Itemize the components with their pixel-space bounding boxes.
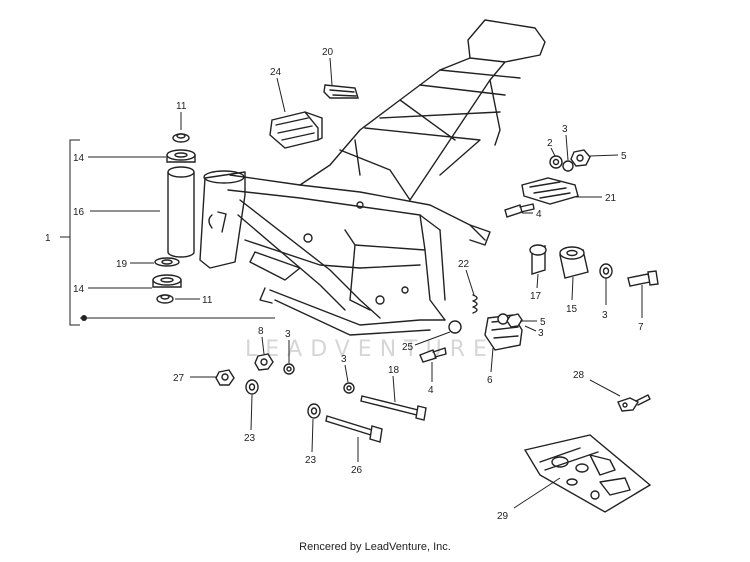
frame-drawing — [199, 19, 546, 336]
callout-20: 20 — [322, 47, 334, 58]
callout-25: 25 — [402, 342, 414, 353]
bracket-dot — [81, 315, 87, 321]
callout-3-mid: 3 — [341, 354, 347, 365]
callout-18: 18 — [388, 365, 400, 376]
bushing-parts — [529, 244, 659, 287]
watermark-text: LEADVENTURE — [245, 337, 495, 362]
seal-19 — [154, 257, 180, 267]
callout-26: 26 — [351, 465, 363, 476]
callout-14-bottom: 14 — [73, 284, 85, 295]
callout-4-top: 4 — [536, 209, 542, 220]
callout-22: 22 — [458, 259, 470, 270]
bolt-26 — [325, 415, 373, 436]
callout-15: 15 — [566, 304, 578, 315]
callout-11-bottom: 11 — [202, 295, 213, 306]
callout-21: 21 — [605, 193, 617, 204]
stem-tube-16 — [167, 172, 195, 258]
callout-29: 29 — [497, 511, 509, 522]
callout-3-right: 3 — [602, 310, 608, 321]
callout-1: 1 — [45, 233, 51, 244]
footpeg-21-assembly — [504, 149, 591, 218]
callout-23-right: 23 — [305, 455, 317, 466]
callout-23-left: 23 — [244, 433, 256, 444]
washer-3-mid — [343, 382, 355, 394]
callout-labels: 1 11 14 16 19 14 11 24 20 2 3 5 21 4 22 … — [45, 47, 644, 522]
bolt-18 — [360, 395, 419, 416]
footpeg-20 — [323, 84, 359, 99]
washer-3-left — [283, 363, 295, 375]
footpeg-24 — [269, 111, 323, 149]
callout-11-top: 11 — [176, 101, 187, 112]
callout-14-top: 14 — [73, 153, 85, 164]
washer-3-top — [562, 160, 574, 172]
spring-22 — [472, 294, 478, 314]
nut-5-lower — [506, 313, 523, 328]
hardware-kit-29 — [523, 434, 652, 513]
callout-6: 6 — [487, 375, 493, 386]
lower-hardware — [215, 353, 427, 443]
callout-16: 16 — [73, 207, 85, 218]
callout-3-lower: 3 — [538, 328, 544, 339]
washer-2 — [549, 155, 563, 169]
callout-28: 28 — [573, 370, 585, 381]
callout-8: 8 — [258, 326, 264, 337]
callout-27: 27 — [173, 373, 185, 384]
key-28 — [617, 394, 651, 412]
bolt-7 — [627, 273, 651, 287]
nut-27 — [215, 369, 235, 386]
callout-2: 2 — [547, 138, 553, 149]
footpeg-6-assembly — [419, 294, 523, 363]
leader-lines — [88, 57, 643, 509]
callout-17: 17 — [530, 291, 542, 302]
callout-19: 19 — [116, 259, 128, 270]
callout-7: 7 — [638, 322, 644, 333]
callout-3-top: 3 — [562, 124, 568, 135]
callout-5-lower: 5 — [540, 317, 546, 328]
washer-3-lower — [497, 313, 509, 325]
washer-25 — [448, 320, 462, 334]
nut-8 — [254, 353, 274, 371]
bolt-4-lower — [419, 349, 437, 363]
steering-stem-parts — [152, 133, 196, 304]
callout-24: 24 — [270, 67, 282, 78]
assembly-bracket — [60, 139, 275, 326]
washer-23-left — [245, 379, 259, 395]
footer-credit: Rencered by LeadVenture, Inc. — [299, 541, 451, 553]
callout-3-left: 3 — [285, 329, 291, 340]
washer-3-right — [599, 263, 613, 279]
callout-4-lower: 4 — [428, 385, 434, 396]
nut-5-top — [570, 149, 591, 167]
washer-23-right — [307, 403, 321, 419]
callout-5-top: 5 — [621, 151, 627, 162]
